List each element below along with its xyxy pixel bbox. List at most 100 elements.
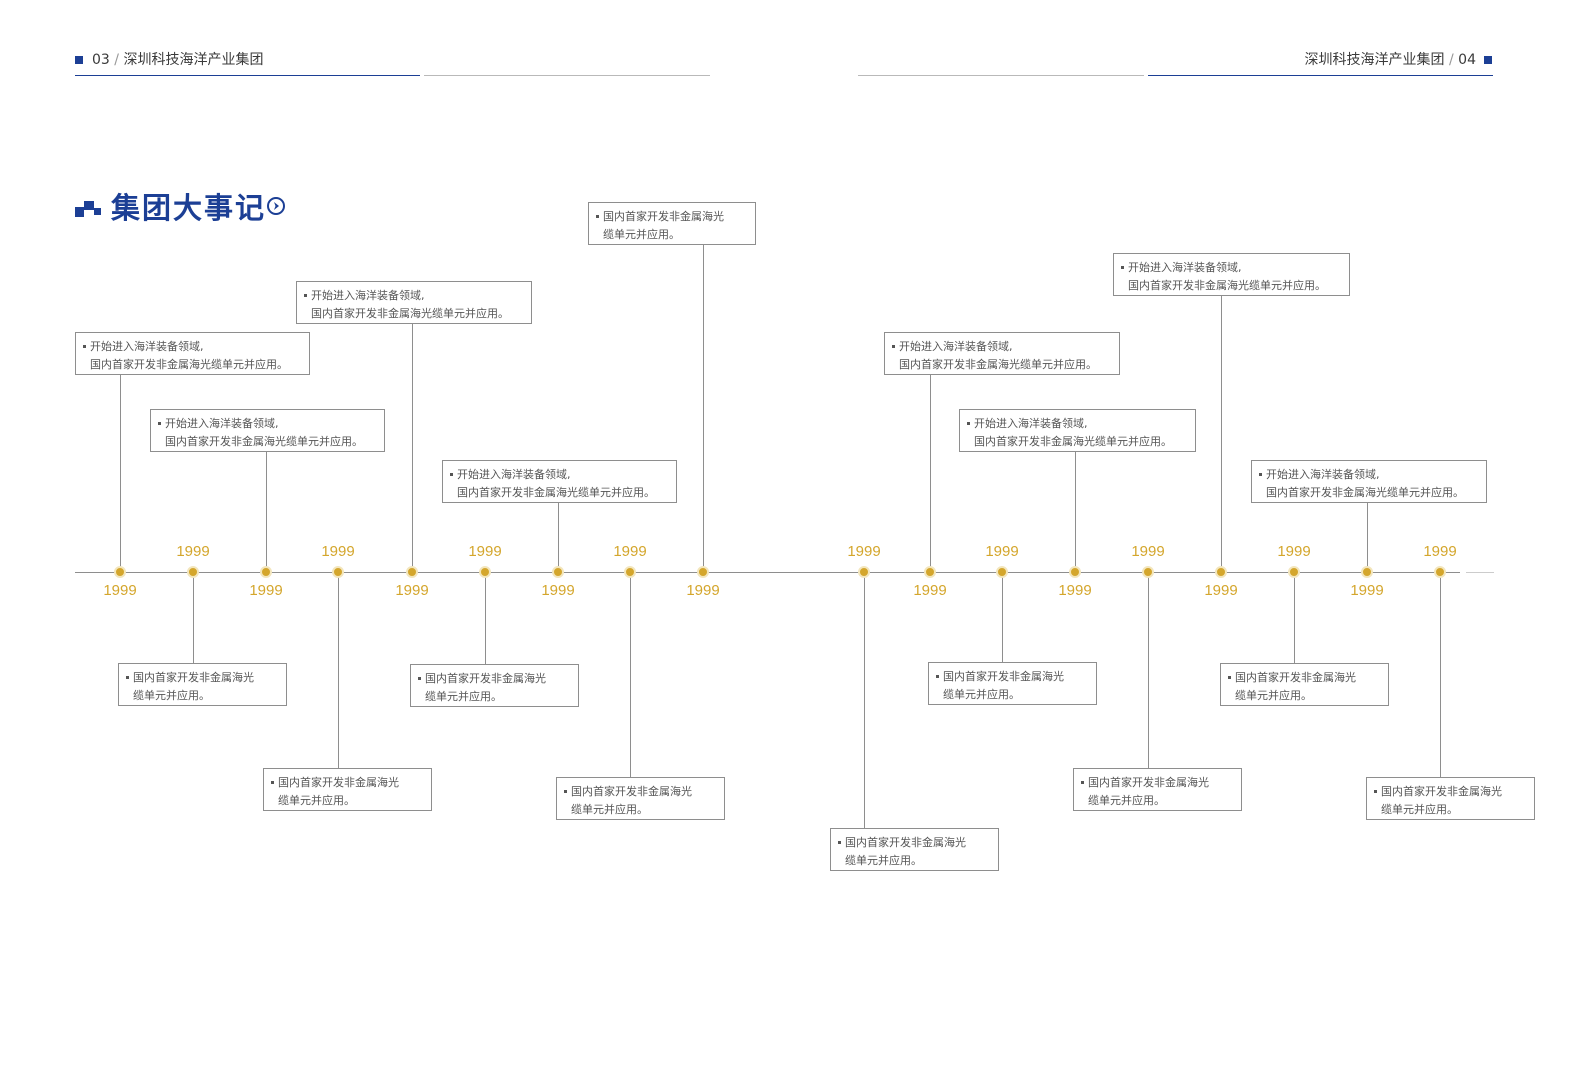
timeline-connector xyxy=(557,503,559,572)
timeline-event-card: 国内首家开发非金属海光缆单元并应用。 xyxy=(928,662,1097,705)
timeline-connector xyxy=(1439,572,1441,777)
timeline-event-card: 开始进入海洋装备领域,国内首家开发非金属海光缆单元并应用。 xyxy=(884,332,1120,375)
timeline-connector xyxy=(337,572,339,768)
timeline-node-icon xyxy=(1434,566,1446,578)
timeline-year: 1999 xyxy=(985,543,1019,560)
section-title: 集团大事记 xyxy=(111,191,267,225)
timeline-event-card: 开始进入海洋装备领域,国内首家开发非金属海光缆单元并应用。 xyxy=(1251,460,1487,503)
event-text-line1: 开始进入海洋装备领域, xyxy=(967,415,1187,433)
event-text-line1: 开始进入海洋装备领域, xyxy=(1121,259,1341,277)
event-text-line1: 开始进入海洋装备领域, xyxy=(83,338,301,356)
event-text-line2: 国内首家开发非金属海光缆单元并应用。 xyxy=(974,434,1172,448)
timeline-event-card: 国内首家开发非金属海光缆单元并应用。 xyxy=(830,828,999,871)
timeline-year: 1999 xyxy=(395,582,429,599)
event-text-line1: 国内首家开发非金属海光 xyxy=(126,669,278,687)
event-text-line1: 国内首家开发非金属海光 xyxy=(564,783,716,801)
timeline-node-icon xyxy=(406,566,418,578)
timeline-year: 1999 xyxy=(1423,543,1457,560)
timeline-node-icon xyxy=(479,566,491,578)
timeline-year: 1999 xyxy=(176,543,210,560)
timeline-connector xyxy=(1074,452,1076,572)
right-page-number: 深圳科技海洋产业集团 / 04 xyxy=(1304,52,1476,68)
event-text-line2: 缆单元并应用。 xyxy=(278,793,355,807)
left-page-number: 03 / 深圳科技海洋产业集团 xyxy=(92,52,264,68)
timeline-connector xyxy=(1293,572,1295,663)
timeline-node-icon xyxy=(1361,566,1373,578)
timeline-year: 1999 xyxy=(1131,543,1165,560)
timeline-axis-tail xyxy=(1466,572,1494,573)
timeline-event-card: 国内首家开发非金属海光缆单元并应用。 xyxy=(1220,663,1389,706)
timeline-node-icon xyxy=(1215,566,1227,578)
section-logo-icon xyxy=(75,199,102,219)
event-text-line2: 国内首家开发非金属海光缆单元并应用。 xyxy=(311,306,509,320)
timeline-event-card: 开始进入海洋装备领域,国内首家开发非金属海光缆单元并应用。 xyxy=(959,409,1196,452)
event-text-line2: 缆单元并应用。 xyxy=(571,802,648,816)
timeline-connector xyxy=(863,572,865,828)
chevron-right-icon[interactable] xyxy=(267,197,285,215)
event-text-line1: 国内首家开发非金属海光 xyxy=(596,208,747,226)
timeline-year: 1999 xyxy=(686,582,720,599)
timeline-event-card: 国内首家开发非金属海光缆单元并应用。 xyxy=(263,768,432,811)
event-text-line2: 缆单元并应用。 xyxy=(1381,802,1458,816)
event-text-line1: 开始进入海洋装备领域, xyxy=(892,338,1111,356)
right-header-rule-blue xyxy=(1148,75,1493,76)
timeline-connector xyxy=(484,572,486,664)
timeline-event-card: 开始进入海洋装备领域,国内首家开发非金属海光缆单元并应用。 xyxy=(150,409,385,452)
timeline-connector xyxy=(411,324,413,572)
timeline-node-icon xyxy=(924,566,936,578)
event-text-line2: 缆单元并应用。 xyxy=(425,689,502,703)
timeline-event-card: 开始进入海洋装备领域,国内首家开发非金属海光缆单元并应用。 xyxy=(442,460,677,503)
timeline-year: 1999 xyxy=(468,543,502,560)
event-text-line2: 缆单元并应用。 xyxy=(603,227,680,241)
event-text-line2: 国内首家开发非金属海光缆单元并应用。 xyxy=(1128,278,1326,292)
event-text-line1: 开始进入海洋装备领域, xyxy=(450,466,668,484)
timeline-year: 1999 xyxy=(1204,582,1238,599)
timeline-year: 1999 xyxy=(913,582,947,599)
timeline-node-icon xyxy=(114,566,126,578)
event-text-line2: 缆单元并应用。 xyxy=(1235,688,1312,702)
timeline-node-icon xyxy=(1142,566,1154,578)
timeline-event-card: 国内首家开发非金属海光缆单元并应用。 xyxy=(1366,777,1535,820)
event-text-line2: 国内首家开发非金属海光缆单元并应用。 xyxy=(165,434,363,448)
event-text-line1: 国内首家开发非金属海光 xyxy=(1081,774,1233,792)
timeline-year: 1999 xyxy=(321,543,355,560)
event-text-line1: 开始进入海洋装备领域, xyxy=(304,287,523,305)
timeline-year: 1999 xyxy=(1350,582,1384,599)
timeline-event-card: 国内首家开发非金属海光缆单元并应用。 xyxy=(410,664,579,707)
right-header-rule-gray xyxy=(858,75,1144,76)
event-text-line1: 国内首家开发非金属海光 xyxy=(936,668,1088,686)
timeline-axis xyxy=(75,572,1460,573)
event-text-line2: 国内首家开发非金属海光缆单元并应用。 xyxy=(1266,485,1464,499)
timeline-connector xyxy=(1001,572,1003,662)
event-text-line1: 国内首家开发非金属海光 xyxy=(838,834,990,852)
event-text-line1: 国内首家开发非金属海光 xyxy=(1374,783,1526,801)
event-text-line2: 缆单元并应用。 xyxy=(1088,793,1165,807)
left-page-marker-icon xyxy=(75,56,83,64)
timeline-node-icon xyxy=(624,566,636,578)
event-text-line1: 开始进入海洋装备领域, xyxy=(158,415,376,433)
timeline-year: 1999 xyxy=(613,543,647,560)
timeline-connector xyxy=(265,452,267,572)
event-text-line2: 国内首家开发非金属海光缆单元并应用。 xyxy=(457,485,655,499)
event-text-line2: 缆单元并应用。 xyxy=(845,853,922,867)
timeline-year: 1999 xyxy=(249,582,283,599)
timeline-event-card: 国内首家开发非金属海光缆单元并应用。 xyxy=(556,777,725,820)
timeline-node-icon xyxy=(187,566,199,578)
event-text-line1: 开始进入海洋装备领域, xyxy=(1259,466,1478,484)
event-text-line1: 国内首家开发非金属海光 xyxy=(271,774,423,792)
timeline-year: 1999 xyxy=(1277,543,1311,560)
right-page-marker-icon xyxy=(1484,56,1492,64)
timeline-node-icon xyxy=(260,566,272,578)
timeline-year: 1999 xyxy=(1058,582,1092,599)
timeline-year: 1999 xyxy=(103,582,137,599)
timeline-event-card: 开始进入海洋装备领域,国内首家开发非金属海光缆单元并应用。 xyxy=(75,332,310,375)
timeline-node-icon xyxy=(996,566,1008,578)
timeline-connector xyxy=(192,572,194,663)
event-text-line2: 国内首家开发非金属海光缆单元并应用。 xyxy=(90,357,288,371)
timeline-node-icon xyxy=(697,566,709,578)
timeline-connector xyxy=(1366,503,1368,572)
event-text-line2: 缆单元并应用。 xyxy=(943,687,1020,701)
timeline-event-card: 国内首家开发非金属海光缆单元并应用。 xyxy=(1073,768,1242,811)
timeline-node-icon xyxy=(1069,566,1081,578)
timeline-node-icon xyxy=(332,566,344,578)
